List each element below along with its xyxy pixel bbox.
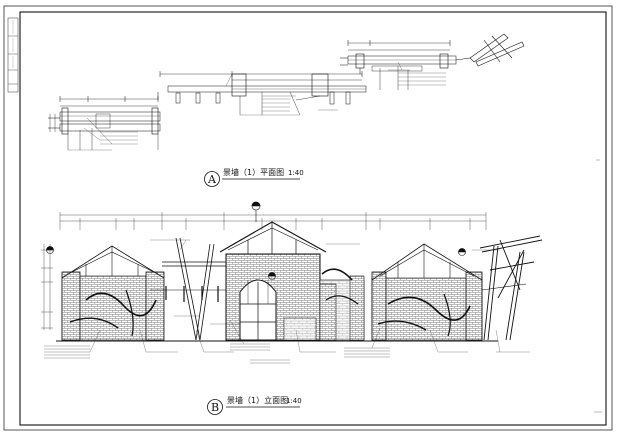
- elevation-title: 景墙（1）立面图: [227, 395, 288, 405]
- title-block: [7, 17, 19, 93]
- plan-caption: A 景墙（1）平面图 1:40: [204, 167, 304, 187]
- plan-annotations: [83, 61, 410, 141]
- frame-marks: [594, 159, 602, 413]
- elevation-caption: B 景墙（1）立面图 1:40: [207, 395, 302, 415]
- elevation-marker: B: [211, 401, 219, 414]
- plan-drawing: [48, 33, 525, 151]
- plan-scale: 1:40: [288, 169, 304, 177]
- elevation-scale: 1:40: [286, 397, 302, 405]
- plan-marker: A: [207, 173, 217, 186]
- plan-title: 景墙（1）平面图: [223, 167, 284, 177]
- sheet-frame: [3, 5, 613, 431]
- elevation-drawing: [41, 201, 543, 364]
